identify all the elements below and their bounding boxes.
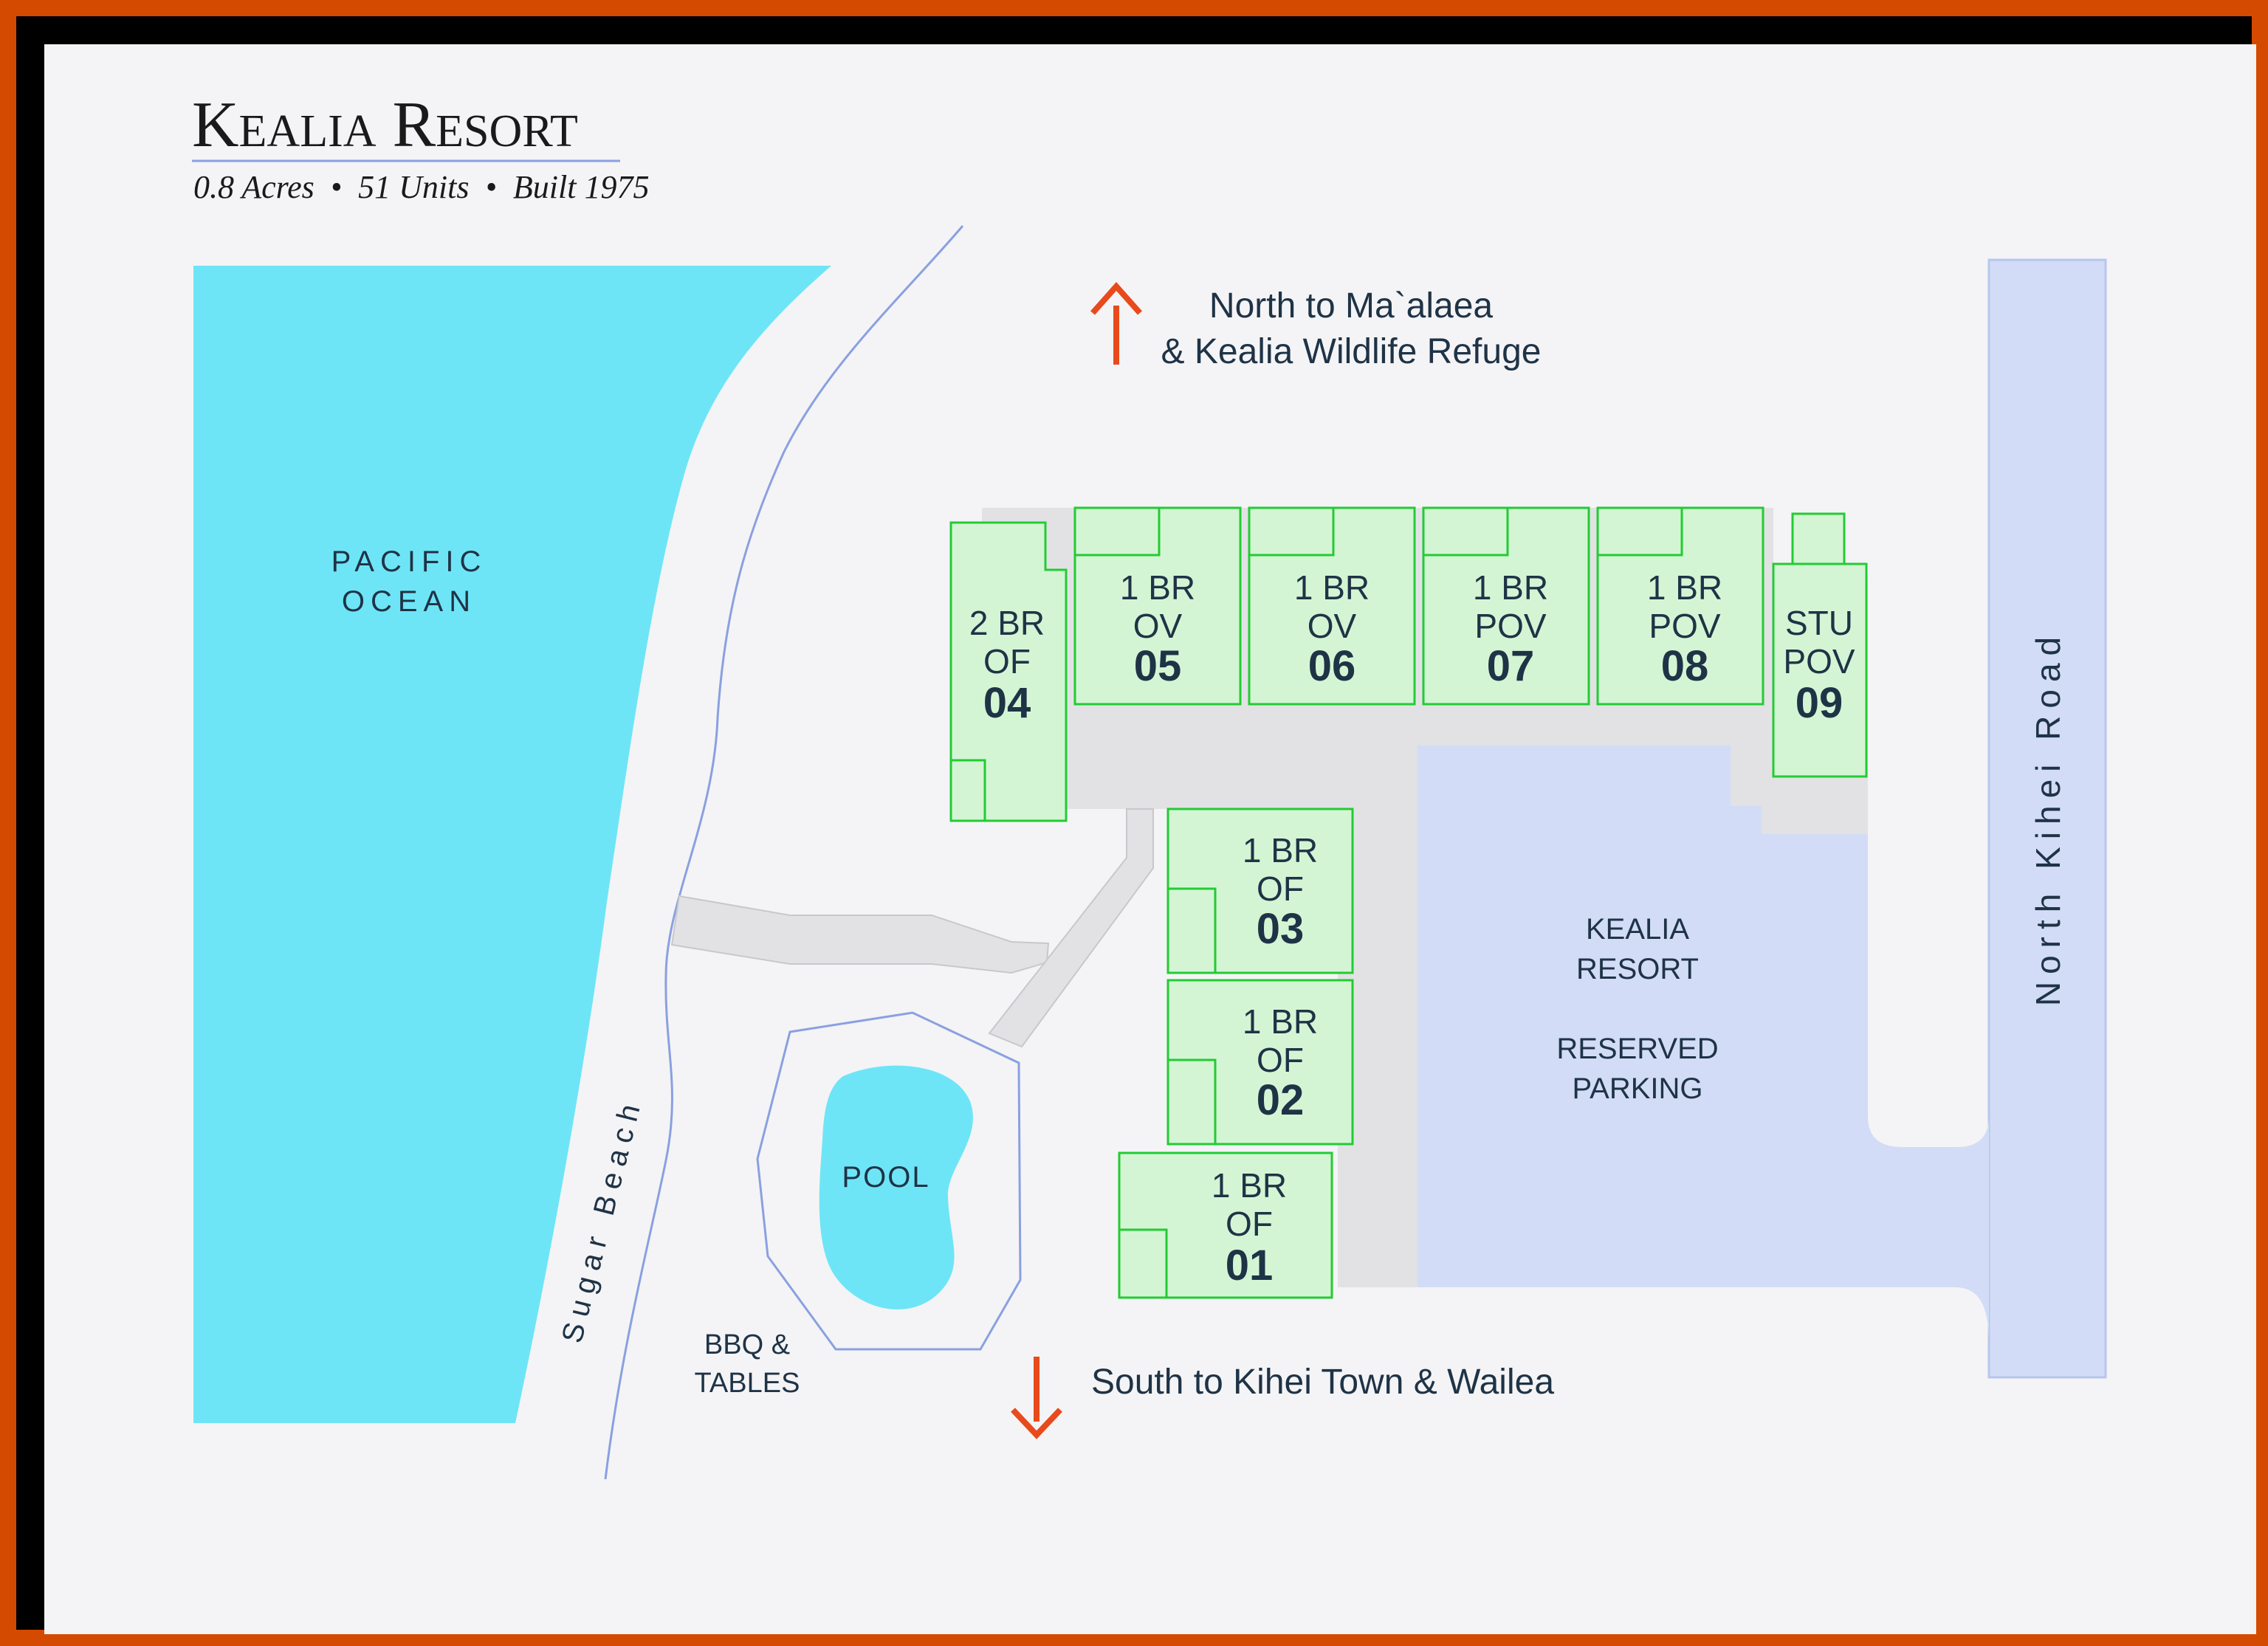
unit-09-line2: POV — [1783, 642, 1855, 681]
south-direction-label: South to Kihei Town & Wailea — [1091, 1363, 1554, 1402]
ocean-label-line1: PACIFIC — [331, 545, 487, 578]
resort-site-map: 2 BR OF 04 1 BR OV 05 1 BR OV 06 1 BR PO… — [44, 44, 2256, 1634]
bbq-label-line2: TABLES — [695, 1368, 800, 1399]
site-map-drawing: 2 BR OF 04 1 BR OV 05 1 BR OV 06 1 BR PO… — [192, 89, 2107, 1480]
unit-03-building[interactable] — [1166, 807, 1354, 974]
unit-06-building[interactable] — [1248, 506, 1416, 706]
parking-label-line3: RESERVED — [1556, 1033, 1718, 1065]
unit-01-line1: 1 BR — [1212, 1166, 1287, 1205]
north-direction-line2: & Kealia Wildlife Refuge — [1161, 332, 1542, 371]
unit-06-number: 06 — [1308, 642, 1356, 690]
unit-02-building[interactable] — [1166, 979, 1354, 1146]
unit-08-building[interactable] — [1596, 506, 1764, 706]
unit-02-line1: 1 BR — [1243, 1002, 1318, 1041]
unit-03-line1: 1 BR — [1243, 831, 1318, 870]
unit-01-line2: OF — [1226, 1205, 1273, 1243]
unit-05-line1: 1 BR — [1120, 568, 1195, 607]
unit-05-building[interactable] — [1073, 506, 1242, 706]
unit-04-line1: 2 BR — [969, 604, 1045, 642]
pool-label: POOL — [842, 1161, 929, 1194]
unit-09-line1: STU — [1785, 604, 1853, 642]
road-label: North Kihei Road — [2029, 630, 2067, 1006]
pacific-ocean — [193, 266, 831, 1423]
north-arrow-icon — [1090, 281, 1142, 365]
north-direction-line1: North to Ma`alaea — [1209, 286, 1493, 326]
parking-label-line4: PARKING — [1572, 1072, 1702, 1105]
unit-04-number: 04 — [983, 679, 1031, 727]
unit-07-number: 07 — [1487, 642, 1535, 690]
pool-walkway — [988, 808, 1154, 1048]
unit-07-line2: POV — [1474, 607, 1546, 645]
unit-01-building[interactable] — [1118, 1151, 1333, 1299]
unit-02-line2: OF — [1257, 1041, 1304, 1079]
unit-08-line1: 1 BR — [1647, 568, 1722, 607]
unit-04-line2: OF — [983, 642, 1031, 681]
ocean-label-line2: OCEAN — [342, 585, 476, 618]
map-title: Kealia Resort — [192, 89, 578, 161]
unit-05-line2: OV — [1133, 607, 1183, 645]
unit-04-building[interactable] — [949, 521, 1068, 822]
unit-08-line2: POV — [1649, 607, 1720, 645]
unit-03-line2: OF — [1257, 870, 1304, 908]
unit-07-line1: 1 BR — [1473, 568, 1548, 607]
unit-08-number: 08 — [1661, 642, 1709, 690]
unit-06-line2: OV — [1307, 607, 1357, 645]
map-subtitle: 0.8 Acres • 51 Units • Built 1975 — [193, 169, 649, 205]
unit-07-building[interactable] — [1422, 506, 1590, 706]
beach-walkway — [670, 895, 1050, 974]
unit-09-number: 09 — [1796, 679, 1843, 727]
south-arrow-icon — [1011, 1357, 1062, 1439]
unit-03-number: 03 — [1257, 905, 1305, 953]
bbq-label-line1: BBQ & — [704, 1329, 790, 1360]
unit-05-number: 05 — [1134, 642, 1182, 690]
parking-label-line2: RESORT — [1576, 953, 1699, 985]
unit-02-number: 02 — [1257, 1076, 1305, 1124]
pool — [819, 1065, 973, 1310]
parking-label-line1: KEALIA — [1586, 913, 1689, 946]
unit-01-number: 01 — [1226, 1242, 1274, 1289]
reserved-parking-lot — [1418, 745, 1989, 1345]
unit-09-building[interactable] — [1772, 512, 1868, 778]
north-kihei-road — [1987, 258, 2107, 1379]
unit-06-line1: 1 BR — [1294, 568, 1370, 607]
map-border: 2 BR OF 04 1 BR OV 05 1 BR OV 06 1 BR PO… — [16, 16, 2256, 1634]
shoreline — [604, 225, 964, 1480]
